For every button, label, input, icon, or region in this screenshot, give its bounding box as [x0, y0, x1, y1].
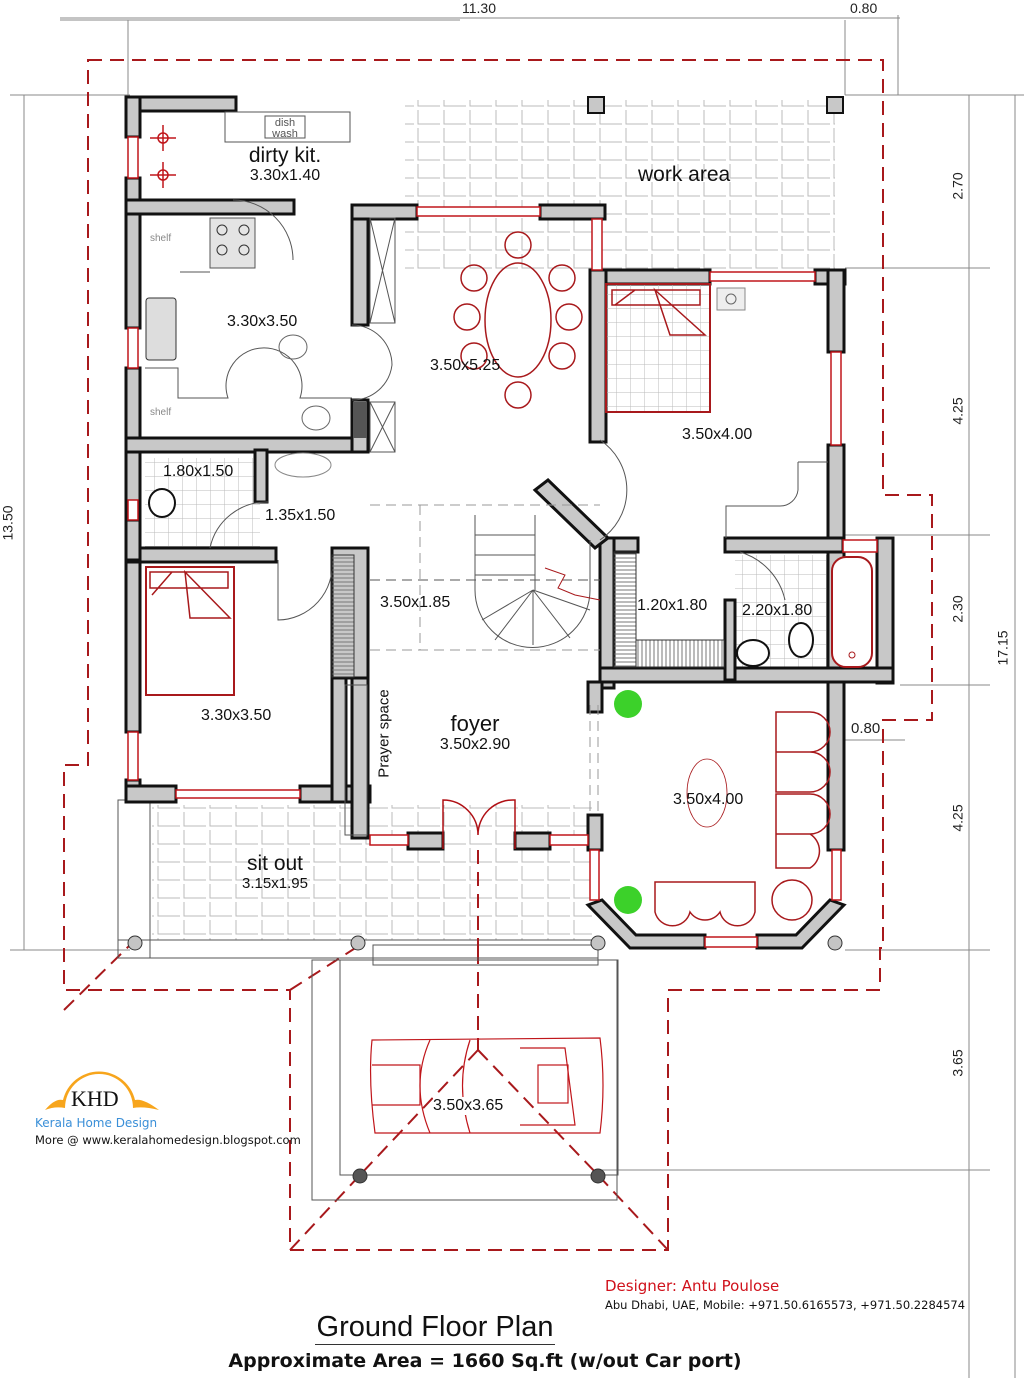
bed-sw — [145, 566, 235, 696]
dim-right-3: 2.30 — [949, 595, 966, 623]
sit-out-floor — [152, 805, 592, 940]
label-stair-hall-size: 3.50x1.85 — [380, 594, 451, 611]
label-shelf-1: shelf — [150, 233, 172, 244]
dirty-kitchen-size: 3.30x1.40 — [249, 167, 321, 184]
plan-title: Ground Floor Plan — [314, 1311, 556, 1345]
dirty-kitchen-name: dirty kit. — [248, 144, 322, 167]
bath-fixtures — [148, 452, 873, 668]
plants — [614, 690, 642, 914]
dim-left-total: 13.50 — [0, 505, 16, 541]
label-dining-size: 3.50x5.25 — [430, 357, 501, 374]
label-bedroom-ne-size: 3.50x4.00 — [682, 426, 753, 443]
roof-outline — [63, 59, 933, 1251]
designer-contact: Abu Dhabi, UAE, Mobile: +971.50.6165573,… — [605, 1298, 966, 1312]
label-sit-out: sit out 3.15x1.95 — [220, 852, 330, 893]
foyer-name: foyer — [450, 711, 500, 736]
label-store-size: 1.20x1.80 — [637, 597, 708, 614]
living-furniture — [654, 711, 831, 927]
dining-set — [453, 231, 583, 409]
logo-mark: KHD — [71, 1086, 119, 1111]
label-bedroom-sw-size: 3.30x3.50 — [201, 707, 272, 724]
wardrobe-sw — [331, 554, 355, 678]
label-work-area: work area — [638, 163, 731, 186]
dim-right-total: 17.15 — [994, 630, 1011, 666]
sit-out-name: sit out — [246, 852, 304, 875]
logo-brand: Kerala Home Design — [35, 1116, 158, 1130]
label-prayer: Prayer space — [375, 689, 393, 778]
columns — [127, 935, 843, 1184]
walls — [124, 95, 895, 950]
label-toilet-size: 1.80x1.50 — [163, 463, 234, 480]
sun-arc-icon — [45, 1071, 159, 1110]
car — [369, 1037, 604, 1134]
windows — [127, 136, 878, 948]
dim-right-4: 4.25 — [949, 804, 966, 832]
staircase — [370, 515, 601, 651]
store-shelf — [613, 551, 637, 668]
label-living-size: 3.50x4.00 — [673, 791, 744, 808]
dim-projection: 0.80 — [851, 720, 881, 737]
label-wash-size: 1.35x1.50 — [265, 507, 336, 524]
dim-top-main: 11.30 — [462, 0, 496, 16]
designer-credit: Designer: Antu Poulose Abu Dhabi, UAE, M… — [605, 1277, 965, 1312]
foyer-size: 3.50x2.90 — [439, 736, 511, 753]
designer-name: Designer: Antu Poulose — [605, 1277, 780, 1295]
dimension-lines — [10, 15, 1024, 1378]
kitchen-fixtures: dish wash — [145, 111, 396, 453]
svg-text:wash: wash — [271, 128, 298, 140]
work-area-floor — [405, 100, 835, 270]
bed-ne — [605, 283, 746, 413]
label-foyer: foyer 3.50x2.90 — [420, 712, 530, 754]
dim-right-1: 2.70 — [949, 172, 966, 200]
sit-out-size: 3.15x1.95 — [242, 875, 308, 892]
wardrobe-ne — [725, 461, 828, 538]
store-shelf-bottom — [635, 639, 725, 668]
label-kitchen-size: 3.30x3.50 — [227, 313, 298, 330]
dim-right-2: 4.25 — [949, 397, 966, 425]
svg-text:dish: dish — [275, 117, 295, 129]
label-dirty-kitchen: dirty kit. 3.30x1.40 — [215, 145, 355, 185]
plan-subtitle: Approximate Area = 1660 Sq.ft (w/out Car… — [228, 1350, 742, 1372]
label-shelf-2: shelf — [150, 407, 172, 418]
logo-website[interactable]: More @ www.keralahomedesign.blogspot.com — [35, 1133, 301, 1147]
hall-dashes — [370, 504, 600, 815]
dim-right-5: 3.65 — [949, 1049, 966, 1077]
label-car-porch-size: 3.50x3.65 — [433, 1097, 504, 1115]
label-bath-size: 2.20x1.80 — [742, 602, 813, 619]
wardrobe-prayer — [344, 684, 368, 836]
dim-top-right: 0.80 — [850, 0, 878, 16]
plan-title-block: Ground Floor Plan — [0, 1310, 870, 1345]
